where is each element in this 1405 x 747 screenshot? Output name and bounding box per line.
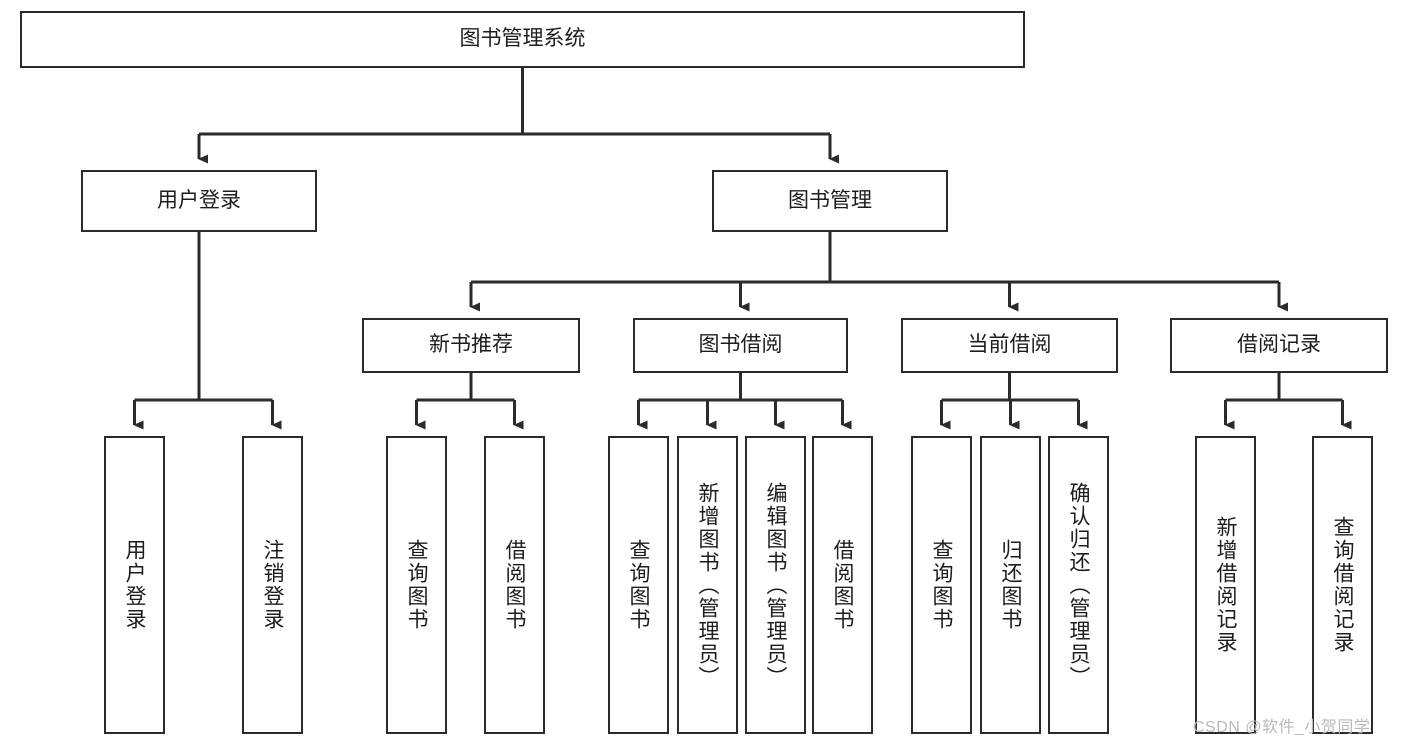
- node-book-borrow-label: 图书借阅: [698, 333, 783, 357]
- node-leaf-return-book-label: 归还图书: [999, 539, 1022, 631]
- node-leaf-logout-label: 注销登录: [261, 539, 284, 631]
- node-leaf-query-book-recommend-label: 查询图书: [405, 539, 428, 631]
- node-leaf-confirm-return-admin-label: 确认归还（管理员）: [1067, 481, 1090, 689]
- node-leaf-confirm-return-admin[interactable]: 确认归还（管理员）: [1048, 436, 1109, 734]
- node-borrow-record-label: 借阅记录: [1237, 333, 1321, 357]
- node-new-book-recommend[interactable]: 新书推荐: [362, 318, 580, 373]
- node-leaf-add-borrow-record[interactable]: 新增借阅记录: [1195, 436, 1256, 734]
- node-root[interactable]: 图书管理系统: [20, 11, 1025, 68]
- node-leaf-borrow-book-recommend-label: 借阅图书: [503, 539, 526, 631]
- node-leaf-query-borrow-record-label: 查询借阅记录: [1331, 516, 1354, 654]
- node-leaf-borrow-book-recommend[interactable]: 借阅图书: [484, 436, 545, 734]
- node-leaf-user-login-label: 用户登录: [123, 539, 146, 631]
- node-leaf-edit-book-admin[interactable]: 编辑图书（管理员）: [745, 436, 806, 734]
- node-book-management[interactable]: 图书管理: [712, 170, 948, 232]
- node-leaf-query-book-recommend[interactable]: 查询图书: [386, 436, 447, 734]
- node-leaf-query-book-borrow-label: 查询图书: [627, 539, 650, 631]
- node-borrow-record[interactable]: 借阅记录: [1170, 318, 1388, 373]
- node-user-login-label: 用户登录: [157, 188, 241, 212]
- node-leaf-borrow-book-label: 借阅图书: [831, 539, 854, 631]
- node-book-borrow[interactable]: 图书借阅: [633, 318, 848, 373]
- node-leaf-edit-book-admin-label: 编辑图书（管理员）: [764, 481, 787, 689]
- node-leaf-query-book-current-label: 查询图书: [930, 539, 953, 631]
- node-leaf-logout[interactable]: 注销登录: [242, 436, 303, 734]
- node-root-label: 图书管理系统: [459, 27, 586, 51]
- node-user-login[interactable]: 用户登录: [81, 170, 317, 232]
- node-leaf-query-book-borrow[interactable]: 查询图书: [608, 436, 669, 734]
- node-leaf-query-borrow-record[interactable]: 查询借阅记录: [1312, 436, 1373, 734]
- node-leaf-user-login[interactable]: 用户登录: [104, 436, 165, 734]
- node-current-borrow-label: 当前借阅: [967, 333, 1052, 357]
- node-current-borrow[interactable]: 当前借阅: [901, 318, 1118, 373]
- edge-group: [133, 68, 1352, 430]
- node-book-management-label: 图书管理: [788, 188, 872, 212]
- node-leaf-return-book[interactable]: 归还图书: [980, 436, 1041, 734]
- node-leaf-add-borrow-record-label: 新增借阅记录: [1214, 516, 1237, 654]
- node-leaf-add-book-admin[interactable]: 新增图书（管理员）: [677, 436, 738, 734]
- node-new-book-recommend-label: 新书推荐: [429, 333, 513, 357]
- csdn-watermark: CSDN @软件_小贺同学: [1193, 719, 1371, 736]
- node-leaf-add-book-admin-label: 新增图书（管理员）: [696, 481, 719, 689]
- node-leaf-query-book-current[interactable]: 查询图书: [911, 436, 972, 734]
- node-leaf-borrow-book[interactable]: 借阅图书: [812, 436, 873, 734]
